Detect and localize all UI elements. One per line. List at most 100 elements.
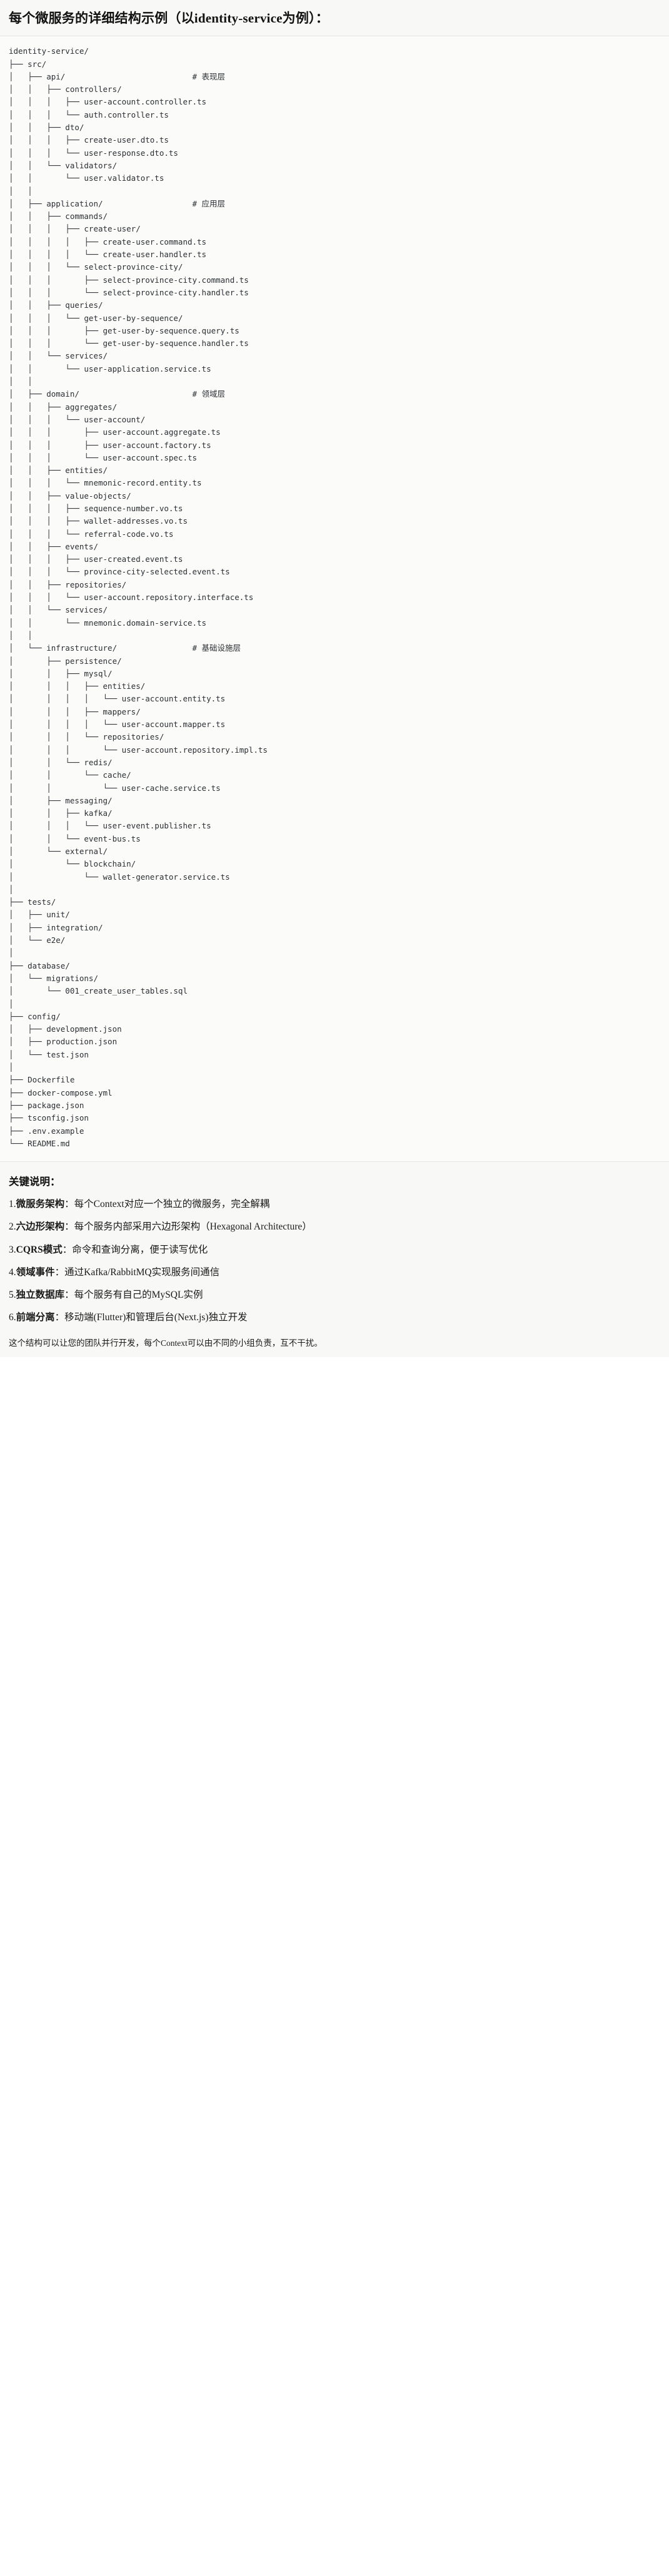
tree-line: │ ├── messaging/: [9, 795, 113, 805]
tree-line: │ │ │ ├── user-account.factory.ts: [9, 440, 211, 450]
tree-line: │ │ ├── controllers/: [9, 84, 122, 94]
tree-line: │ │ ├── entities/: [9, 466, 108, 476]
tree-line: │ │ │ ├── sequence-number.vo.ts: [9, 503, 183, 513]
tree-line: │ └── e2e/: [9, 935, 66, 945]
tree-line: │ │ │ ├── create-user.dto.ts: [9, 135, 169, 145]
tree-line: │ │ │ ├── get-user-by-sequence.query.ts: [9, 325, 239, 335]
tree-line: │ ├── api/ # 表现层: [9, 71, 226, 81]
key-note-item: 4.领域事件：通过Kafka/RabbitMQ实现服务间通信: [9, 1265, 660, 1280]
tree-line: │ │ ├── aggregates/: [9, 402, 118, 412]
tree-line: │ │ └── event-bus.ts: [9, 833, 141, 843]
tree-line: │ └── infrastructure/ # 基础设施层: [9, 643, 241, 653]
key-note-number: 2.: [9, 1221, 16, 1233]
tree-line: identity-service/: [9, 46, 89, 56]
key-note-term: 领域事件: [16, 1266, 55, 1278]
tree-line: │ │ └── validators/: [9, 160, 118, 170]
tree-line: │: [9, 999, 14, 1009]
tree-line: │ │ │ └── mnemonic-record.entity.ts: [9, 478, 202, 488]
tree-line: │ │ │ └── get-user-by-sequence/: [9, 313, 183, 323]
key-note-term: CQRS模式: [16, 1244, 63, 1255]
tree-line: ├── database/: [9, 960, 70, 970]
tree-line: │ │ │ └── user-account/: [9, 414, 146, 424]
key-note-term: 微服务架构: [16, 1199, 65, 1210]
tree-line: └── README.md: [9, 1138, 70, 1148]
tree-line: ├── config/: [9, 1011, 61, 1021]
tree-line: ├── docker-compose.yml: [9, 1087, 113, 1097]
key-note-number: 1.: [9, 1199, 16, 1210]
key-note-item: 5.独立数据库：每个服务有自己的MySQL实例: [9, 1288, 660, 1302]
key-notes-title: 关键说明：: [9, 1176, 61, 1188]
key-note-number: 5.: [9, 1290, 16, 1301]
key-note-number: 3.: [9, 1244, 16, 1255]
tree-line: │ │ ├── commands/: [9, 211, 108, 221]
tree-line: │ │: [9, 377, 33, 387]
tree-line: │ │ ├── events/: [9, 541, 98, 551]
tree-line: │ │: [9, 186, 33, 196]
tree-line: │ │ │ └── repositories/: [9, 732, 164, 742]
key-notes-block: 关键说明： 1.微服务架构：每个Context对应一个独立的微服务，完全解耦 2.…: [0, 1162, 669, 1358]
tree-line: │ └── external/: [9, 847, 108, 856]
key-note-item: 3.CQRS模式：命令和查询分离，便于读写优化: [9, 1243, 660, 1257]
key-note-number: 6.: [9, 1312, 16, 1323]
tree-line: │ │ │ │ └── user-account.mapper.ts: [9, 720, 226, 730]
tree-line: │ │ │ ├── user-account.aggregate.ts: [9, 427, 221, 437]
tree-line: │ │ │ └── province-city-selected.event.t…: [9, 567, 230, 577]
key-note-number: 4.: [9, 1266, 16, 1278]
tree-line: │ │ │ └── user-event.publisher.ts: [9, 821, 211, 831]
tree-line: │ │ │ └── get-user-by-sequence.handler.t…: [9, 339, 249, 349]
tree-line: │ │: [9, 630, 33, 640]
tree-line: │ │ │ └── select-province-city.handler.t…: [9, 287, 249, 297]
tree-line: │ │ │ │ └── user-account.entity.ts: [9, 694, 226, 704]
tree-line: │ │ │ └── referral-code.vo.ts: [9, 529, 174, 539]
key-note-term: 独立数据库: [16, 1290, 65, 1301]
tree-line: │ ├── development.json: [9, 1024, 122, 1034]
key-note-body: ：移动端(Flutter)和管理后台(Next.js)独立开发: [54, 1312, 248, 1323]
page-title: 每个微服务的详细结构示例（以identity-service为例）：: [9, 11, 329, 26]
tree-line: │ ├── persistence/: [9, 656, 122, 666]
document-header: 每个微服务的详细结构示例（以identity-service为例）：: [0, 0, 669, 37]
tree-line: │ │ │ └── user-account.repository.interf…: [9, 593, 254, 603]
tree-line: │: [9, 948, 14, 958]
tree-line: │ │ │ ├── select-province-city.command.t…: [9, 275, 249, 285]
key-note-item: 1.微服务架构：每个Context对应一个独立的微服务，完全解耦: [9, 1197, 660, 1211]
tree-line: │ │ │ └── user-response.dto.ts: [9, 148, 178, 158]
tree-line: │: [9, 1062, 14, 1072]
tree-line: │ │ │ ├── mappers/: [9, 706, 141, 716]
tree-line: │ │ └── services/: [9, 605, 108, 615]
tree-line: │ └── wallet-generator.service.ts: [9, 872, 230, 882]
tree-line: │ └── test.json: [9, 1049, 89, 1059]
tree-line: │ │ ├── dto/: [9, 123, 84, 133]
tree-line: │ │ │ │ └── create-user.handler.ts: [9, 250, 207, 260]
tree-line: │ │ │ ├── entities/: [9, 681, 146, 691]
directory-tree-block: identity-service/ ├── src/ │ ├── api/ # 表现…: [0, 36, 669, 1163]
key-note-term: 六边形架构: [16, 1221, 65, 1233]
tree-line: │ │ │ └── select-province-city/: [9, 262, 183, 272]
tree-line: ├── package.json: [9, 1100, 84, 1110]
key-note-term: 前端分离: [16, 1312, 55, 1323]
tree-line: │ │ └── cache/: [9, 770, 131, 780]
tree-line: │ │ │ │ ├── create-user.command.ts: [9, 237, 207, 247]
tree-line: │ │ │ ├── wallet-addresses.vo.ts: [9, 516, 188, 526]
tree-line: │ │ └── services/: [9, 351, 108, 361]
key-note-body: ：通过Kafka/RabbitMQ实现服务间通信: [54, 1266, 220, 1278]
tree-line: │ │ ├── kafka/: [9, 808, 113, 818]
tree-line: │ │ │ └── user-account.spec.ts: [9, 452, 198, 462]
key-notes-footer: 这个结构可以让您的团队并行开发，每个Context可以由不同的小组负责，互不干扰…: [9, 1338, 323, 1348]
key-note-item: 2.六边形架构：每个服务内部采用六边形架构（Hexagonal Architec…: [9, 1219, 660, 1234]
tree-line: ├── .env.example: [9, 1126, 84, 1136]
tree-line: │ │ │ ├── create-user/: [9, 224, 141, 234]
tree-line: ├── src/: [9, 59, 47, 69]
tree-line: │ ├── production.json: [9, 1037, 118, 1047]
tree-line: │ │ └── mnemonic.domain-service.ts: [9, 618, 207, 628]
tree-line: │ │ └── user-cache.service.ts: [9, 783, 221, 793]
tree-line: │ ├── unit/: [9, 910, 70, 920]
directory-tree: identity-service/ ├── src/ │ ├── api/ # 表现…: [9, 45, 660, 1150]
tree-line: │ │ ├── value-objects/: [9, 491, 131, 501]
tree-line: │: [9, 884, 14, 894]
tree-line: │ │ └── user-application.service.ts: [9, 364, 211, 374]
tree-line: ├── tsconfig.json: [9, 1113, 89, 1123]
tree-line: │ │ ├── repositories/: [9, 579, 127, 589]
tree-line: │ └── 001_create_user_tables.sql: [9, 986, 188, 996]
key-note-body: ：每个Context对应一个独立的微服务，完全解耦: [64, 1199, 270, 1210]
